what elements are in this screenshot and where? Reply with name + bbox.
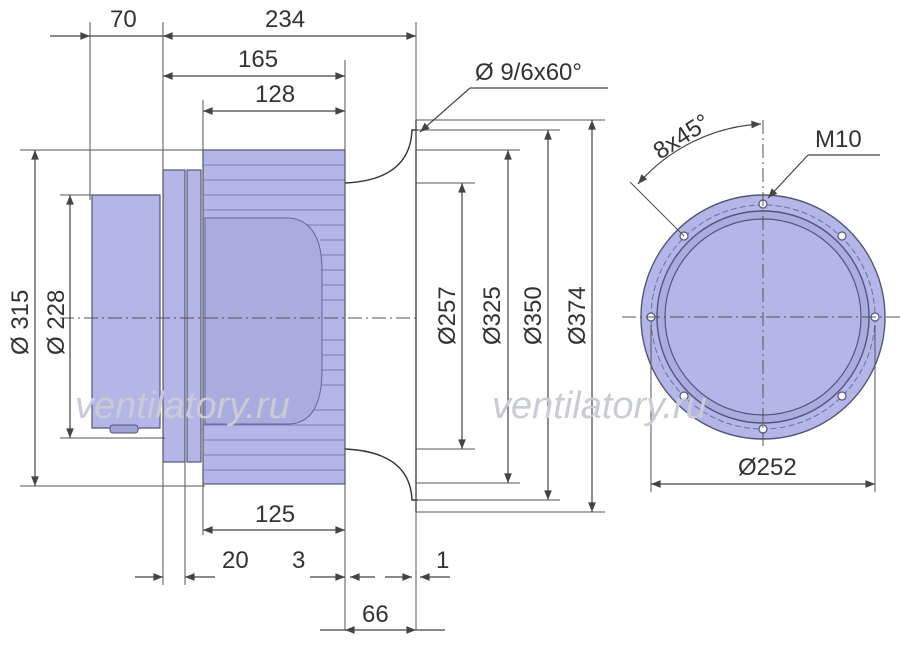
motor-rotor-outline bbox=[204, 217, 323, 425]
dim-angle: 8x45° bbox=[649, 109, 715, 165]
dim-holes: Ø 9/6x60° bbox=[475, 59, 582, 86]
dim-66: 66 bbox=[362, 601, 389, 628]
dim-dia-374: Ø374 bbox=[564, 286, 591, 345]
left-diameters: Ø 315 Ø 228 bbox=[7, 150, 74, 486]
motor-cap bbox=[109, 424, 139, 434]
front-view bbox=[622, 120, 900, 492]
extension-lines bbox=[20, 22, 605, 630]
dim-20: 20 bbox=[222, 547, 249, 574]
dim-234: 234 bbox=[265, 6, 305, 33]
holes-callout: Ø 9/6x60° bbox=[419, 59, 608, 133]
dim-165: 165 bbox=[238, 46, 278, 73]
bolt-hole bbox=[837, 231, 847, 241]
bolt-holes bbox=[646, 199, 880, 434]
dim-125: 125 bbox=[255, 501, 295, 528]
dim-dia-228: Ø 228 bbox=[43, 290, 70, 355]
dim-128: 128 bbox=[255, 81, 295, 108]
dim-dia-350: Ø350 bbox=[520, 286, 547, 345]
bottom-dimensions: 125 20 3 1 66 bbox=[135, 501, 450, 634]
top-dimensions: 70 234 165 128 bbox=[50, 6, 416, 115]
dim-thread: M10 bbox=[815, 126, 862, 153]
inlet-cone-top bbox=[344, 129, 418, 184]
bolt-hole bbox=[679, 391, 689, 401]
dim-dia-315: Ø 315 bbox=[7, 290, 34, 355]
mount-flange-2 bbox=[186, 169, 202, 463]
dim-dia-325: Ø325 bbox=[479, 286, 506, 345]
dim-dia-252: Ø252 bbox=[738, 454, 797, 481]
dim-70: 70 bbox=[110, 6, 137, 33]
dim-3: 3 bbox=[292, 547, 305, 574]
dim-dia-257: Ø257 bbox=[434, 286, 461, 345]
inlet-cone-bottom bbox=[344, 448, 418, 501]
side-view bbox=[91, 120, 418, 512]
inlet-diameters: Ø257 Ø325 Ø350 Ø374 bbox=[434, 120, 596, 512]
watermark-left: ventilatory.ru bbox=[75, 385, 290, 427]
bolt-hole bbox=[837, 391, 847, 401]
dim-1: 1 bbox=[436, 547, 449, 574]
watermark-right: ventilatory.ru bbox=[492, 385, 707, 427]
